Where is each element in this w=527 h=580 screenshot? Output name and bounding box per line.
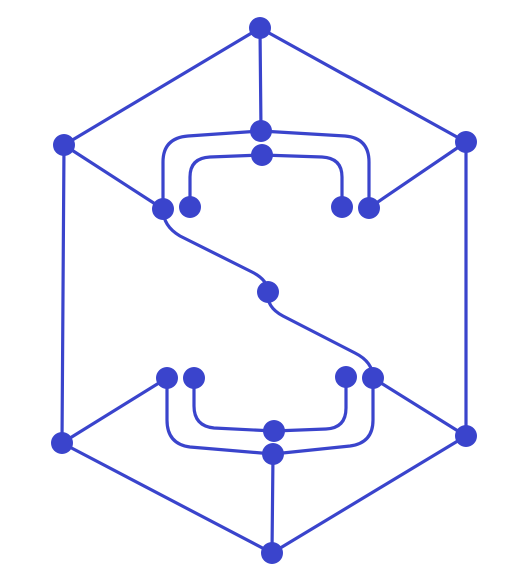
spoke-bottom-right — [371, 376, 468, 438]
node-s-lower-left-inner — [183, 367, 205, 389]
node-s-bottom-outer — [262, 443, 284, 465]
node-hex-top-left — [53, 134, 75, 156]
node-s-upper-right-outer — [358, 197, 380, 219]
node-s-center — [257, 281, 279, 303]
node-s-upper-right-inner — [331, 196, 353, 218]
node-s-lower-right-inner — [335, 366, 357, 388]
s-curve-inner-top-left — [188, 153, 264, 209]
node-s-upper-left-inner — [179, 196, 201, 218]
node-s-top-inner — [251, 144, 273, 166]
node-hex-bottom-right — [455, 425, 477, 447]
spoke-bottom-left — [60, 376, 169, 445]
node-s-lower-left-outer — [156, 367, 178, 389]
spoke-top-left — [62, 143, 165, 211]
s-curve-inner-top-right — [260, 153, 344, 209]
node-hex-bottom — [261, 542, 283, 564]
s-curve-outer-lower-diagonal — [266, 290, 375, 380]
s-curve-outer-bottom-right — [271, 376, 375, 456]
s-curve-inner-bottom-right — [272, 375, 348, 433]
s-curve-outer-upper-diagonal — [161, 207, 270, 294]
node-hex-top-right — [455, 131, 477, 153]
s-curve-outer-top-right — [259, 129, 371, 210]
s-curve-inner-bottom-left — [192, 376, 276, 433]
node-s-lower-right-outer — [362, 367, 384, 389]
spoke-top — [258, 26, 263, 133]
node-hex-top — [249, 17, 271, 39]
node-s-top-outer — [250, 120, 272, 142]
spoke-bottom — [270, 452, 275, 555]
s-curve-outer-top-left — [161, 129, 263, 211]
node-hex-bottom-left — [51, 432, 73, 454]
s-curve-outer-bottom-left — [165, 376, 275, 456]
node-s-upper-left-outer — [152, 198, 174, 220]
node-s-bottom-inner — [263, 420, 285, 442]
spoke-top-right — [367, 140, 468, 210]
